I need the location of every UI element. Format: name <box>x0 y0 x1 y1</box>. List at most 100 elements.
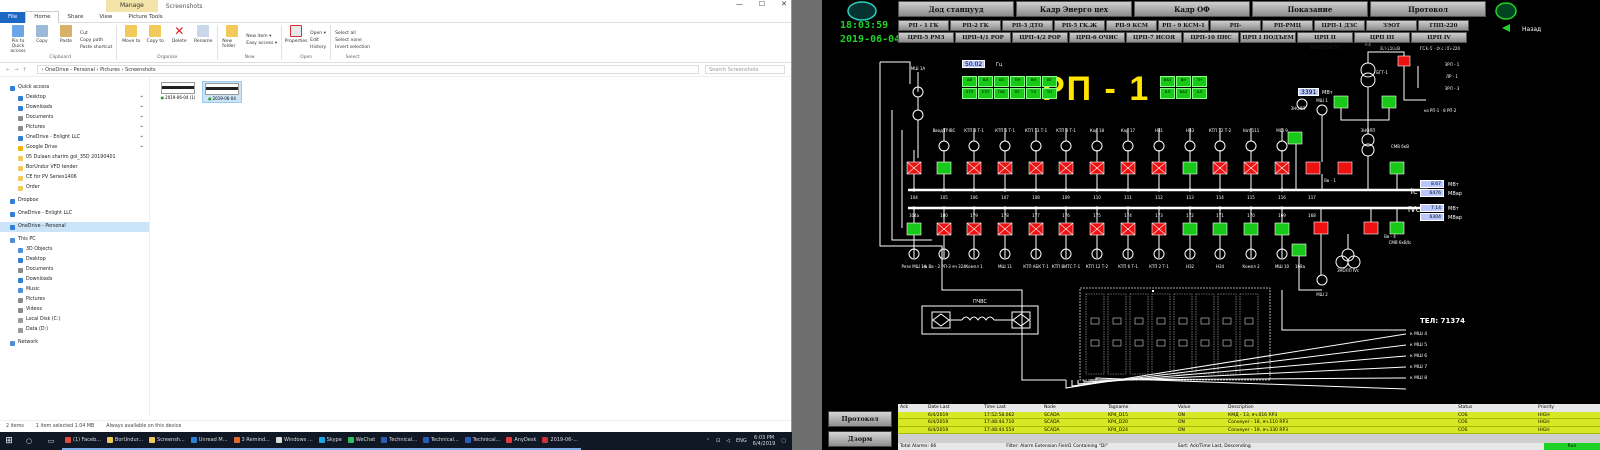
nav-item[interactable]: Music <box>0 285 149 295</box>
feeder-button[interactable]: ЦРП III ПОДЪЕМ <box>1354 32 1410 51</box>
back-button[interactable]: Назад <box>1522 26 1542 33</box>
invert-selection-button[interactable]: Invert selection <box>335 44 371 50</box>
taskbar-app[interactable]: BorUndur... <box>103 432 147 450</box>
search-input[interactable]: Search Screenshots <box>705 65 785 74</box>
nav-button[interactable]: Протокол <box>1370 1 1486 17</box>
feeder-button[interactable]: ГПП-220 <box>1418 20 1469 31</box>
copy-to-button[interactable]: Copy to <box>145 25 165 55</box>
pin-icon[interactable]: ⌖ <box>140 105 143 110</box>
nav-item[interactable]: Dropbox <box>0 196 149 206</box>
control-button[interactable]: АП <box>994 76 1009 87</box>
taskbar-app[interactable]: AnyDesk <box>503 432 540 450</box>
feeder-button[interactable]: ЦРП II ПОДЪЕМ <box>1297 32 1353 51</box>
nav-item[interactable]: Order <box>0 183 149 193</box>
nav-item[interactable]: Documents <box>0 265 149 275</box>
column-header[interactable]: Date Last <box>928 405 950 410</box>
new-folder-button[interactable]: New folder <box>222 25 242 55</box>
close-button[interactable]: ✕ <box>781 0 787 8</box>
feeder-button[interactable]: ЦРП IV ПОДЪЕМ <box>1411 32 1467 51</box>
control-button[interactable]: ПЖ <box>994 88 1009 99</box>
pin-quick-access-button[interactable]: Pin to Quick access <box>8 25 28 55</box>
taskbar-app[interactable]: WeChat <box>344 432 379 450</box>
network-icon[interactable]: ⊡ <box>715 438 721 444</box>
easy-access-button[interactable]: Easy access ▾ <box>246 41 278 46</box>
feeder-button[interactable]: ЦРП-5 РМЗ <box>898 32 954 43</box>
nav-item[interactable]: Videos <box>0 305 149 315</box>
nav-item[interactable]: Pictures⌖ <box>0 123 149 133</box>
control-button[interactable]: ВЛ <box>1160 88 1175 99</box>
nav-item[interactable]: Google Drive⌖ <box>0 143 149 153</box>
nav-item[interactable]: Downloads <box>0 275 149 285</box>
column-header[interactable]: Status <box>1458 405 1473 410</box>
taskbar-app[interactable]: Unread M... <box>187 432 231 450</box>
nav-button[interactable]: Кадр Энерго цех <box>1016 1 1132 17</box>
feeder-button[interactable]: ЦРП-6 ОЧИС <box>1069 32 1125 43</box>
control-button[interactable]: ВАЗ <box>1176 88 1191 99</box>
nav-item[interactable]: 3D Objects <box>0 245 149 255</box>
feeder-button[interactable]: РП - 9 КСМ-1 <box>1158 20 1209 31</box>
rename-button[interactable]: Rename <box>193 25 213 55</box>
tab-picture-tools[interactable]: Picture Tools <box>128 13 163 20</box>
feeder-button[interactable]: ЦРП I ПОДЪЕМ <box>1240 32 1296 43</box>
feeder-button[interactable]: РП-ЛИТЕЙНАЯ <box>1210 20 1261 39</box>
paste-button[interactable]: Paste <box>56 25 76 55</box>
open-button[interactable]: Open ▾ <box>310 30 326 36</box>
nav-arrows-icon[interactable]: ←→↑ <box>6 66 31 73</box>
nav-item[interactable]: BorUndur VFD tender <box>0 163 149 173</box>
nav-item[interactable]: Documents⌖ <box>0 113 149 123</box>
column-header[interactable]: Ack <box>900 405 909 410</box>
notification-icon[interactable]: ▢ <box>781 438 786 444</box>
paste-shortcut-button[interactable]: Paste shortcut <box>80 44 113 50</box>
minimize-button[interactable]: — <box>735 0 743 8</box>
nav-item[interactable]: Downloads⌖ <box>0 103 149 113</box>
properties-button[interactable]: Properties <box>285 25 308 55</box>
taskbar-app[interactable]: 2019-06-... <box>539 432 581 450</box>
column-header[interactable]: Tagname <box>1108 405 1129 410</box>
file-thumbnail[interactable]: 2019-06-04 <box>202 81 242 103</box>
address-bar[interactable]: › OneDrive - Personal › Pictures › Scree… <box>36 65 699 74</box>
nav-item[interactable]: Local Disk (C:) <box>0 315 149 325</box>
feeder-button[interactable]: РП - 1 ГК <box>898 20 949 31</box>
volume-icon[interactable]: ◁ <box>726 438 731 444</box>
column-header[interactable]: Description <box>1228 405 1254 410</box>
language-indicator[interactable]: ENG <box>736 438 747 444</box>
feeder-button[interactable]: ЦРП-7 ИСОЯ <box>1126 32 1182 43</box>
control-button[interactable]: ПН <box>1010 76 1025 87</box>
search-icon[interactable]: ○ <box>25 437 33 445</box>
nav-button[interactable]: Дод станцууд <box>898 1 1014 17</box>
windows-start-icon[interactable]: ⊞ <box>5 436 13 446</box>
control-button[interactable]: ТН <box>1042 88 1057 99</box>
feeder-button[interactable]: РП-2 ГК <box>950 20 1001 31</box>
pin-icon[interactable]: ⌖ <box>140 135 143 140</box>
control-button[interactable]: ЕТП <box>978 88 993 99</box>
copy-button[interactable]: Copy <box>32 25 52 55</box>
taskbar-app[interactable]: Screensh... <box>146 432 188 450</box>
feeder-button[interactable]: РП-9 КСМ <box>1106 20 1157 31</box>
taskbar-app[interactable]: Technical... <box>419 432 462 450</box>
control-button[interactable]: АВ <box>962 76 977 87</box>
copy-path-button[interactable]: Copy path <box>80 37 104 43</box>
select-all-button[interactable]: Select all <box>335 30 356 36</box>
control-button[interactable]: ЭТП <box>962 88 977 99</box>
control-button[interactable]: ВАЗ <box>1160 76 1175 87</box>
nav-item[interactable]: OneDrive - Enlight LLC <box>0 209 149 219</box>
nav-item[interactable]: Network <box>0 338 149 348</box>
nav-button[interactable]: Кадр ОФ <box>1134 1 1250 17</box>
pin-icon[interactable]: ⌖ <box>140 145 143 150</box>
nav-item[interactable]: Desktop⌖ <box>0 93 149 103</box>
taskbar-app[interactable]: Skype <box>315 432 345 450</box>
feeder-button[interactable]: РП-РМЦ <box>1262 20 1313 31</box>
alarm-button[interactable]: Дзорм <box>828 431 892 447</box>
pin-icon[interactable]: ⌖ <box>140 115 143 120</box>
nav-item[interactable]: Data (D:) <box>0 325 149 335</box>
nav-item[interactable]: OneDrive - Enlight LLC⌖ <box>0 133 149 143</box>
manage-tab[interactable]: Manage <box>106 0 158 12</box>
control-button[interactable]: ВН <box>1026 76 1041 87</box>
file-thumbnail[interactable]: 2019-06-04 (1) <box>158 81 198 103</box>
nav-item[interactable]: Pictures <box>0 295 149 305</box>
feeder-button[interactable]: РП-3 ДТО <box>1002 20 1053 31</box>
nav-item[interactable]: OneDrive - Personal <box>0 222 149 232</box>
